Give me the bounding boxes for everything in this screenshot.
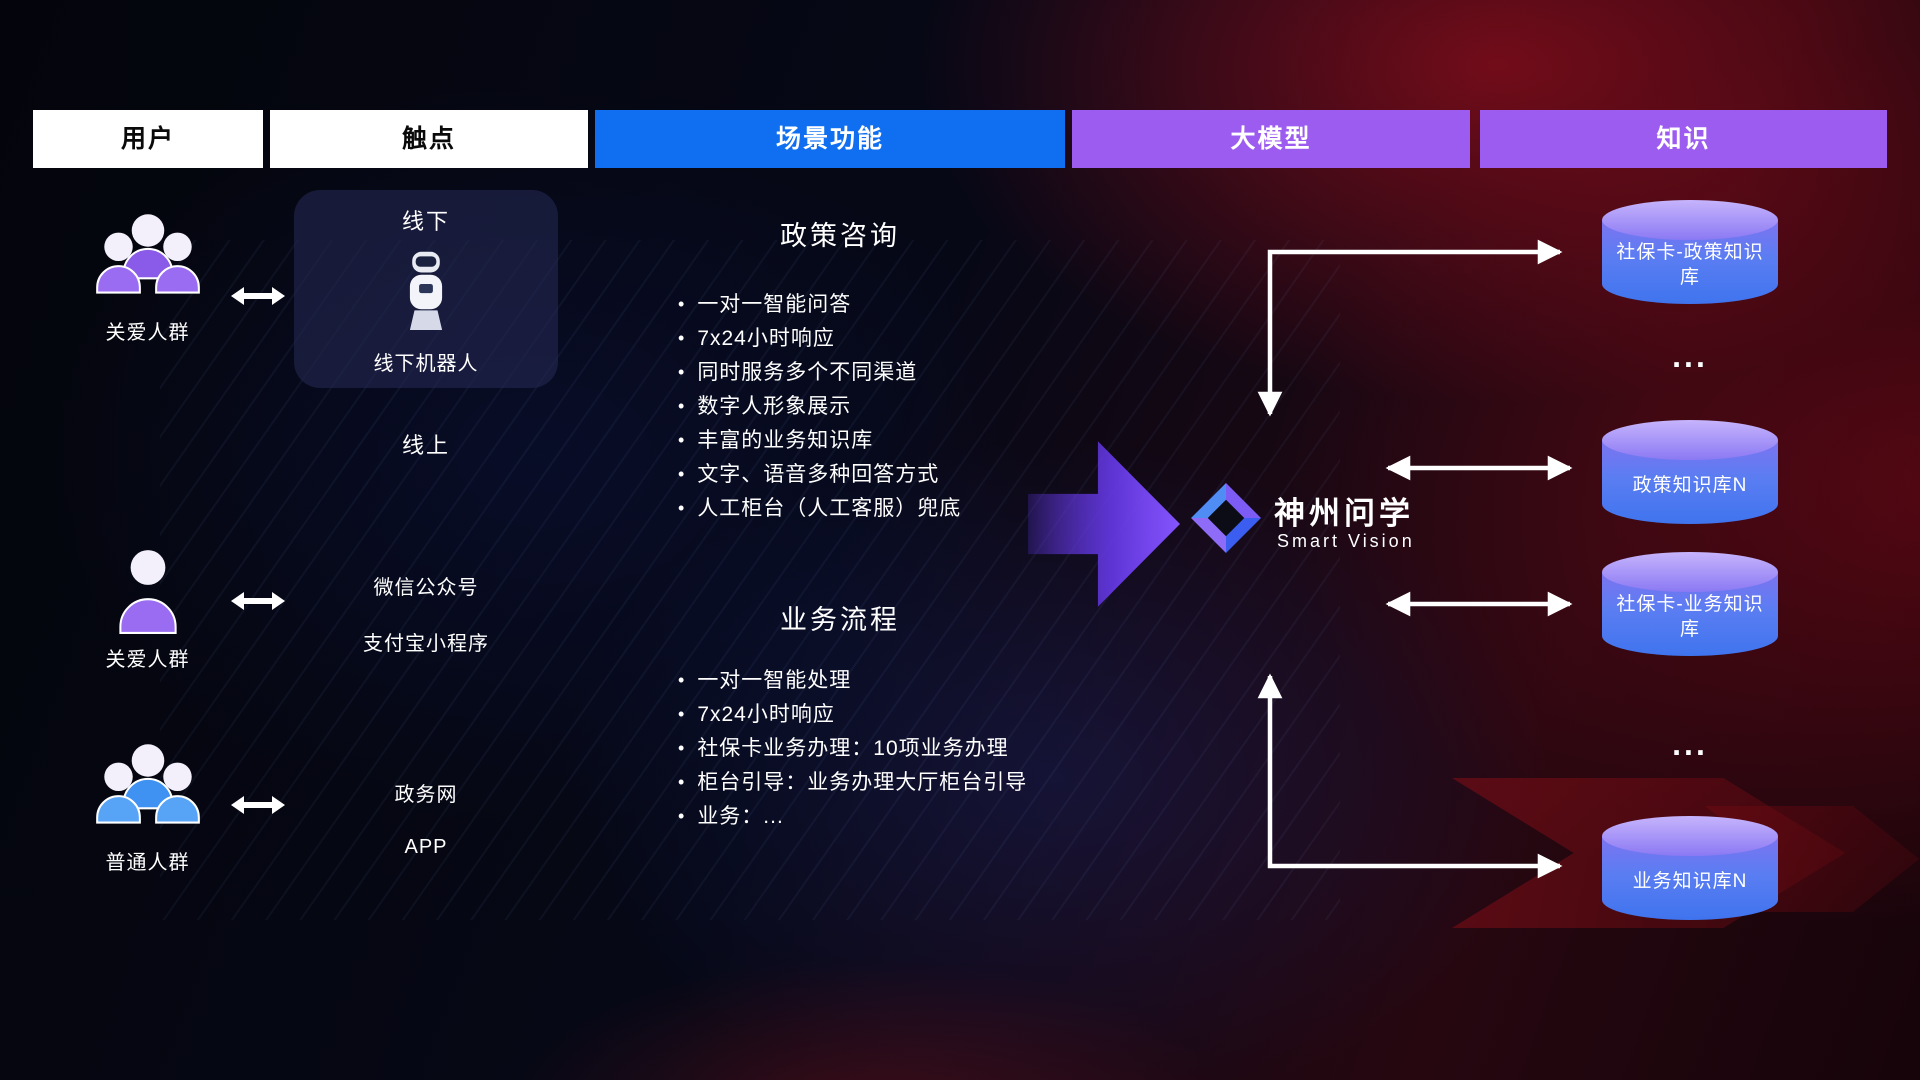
double-arrow-icon: [231, 287, 285, 305]
elbow-arrow-bottom: [1257, 673, 1563, 879]
person-icon: [118, 550, 177, 634]
channel-wechat: 微信公众号: [373, 577, 479, 599]
list-item: 文字、语音多种回答方式: [678, 458, 961, 492]
channel-gov-web: 政务网: [394, 784, 458, 806]
list-item: 同时服务多个不同渠道: [678, 356, 961, 390]
offline-device-label: 线下机器人: [373, 353, 479, 375]
database-cylinder-top: [1602, 552, 1778, 592]
database-label: 政策知识库N: [1632, 474, 1748, 496]
database-cylinder-top: [1602, 420, 1778, 460]
list-item: 一对一智能问答: [678, 288, 961, 322]
ellipsis: ...: [1672, 338, 1708, 374]
offline-touchpoint-card: 线下 线下机器人: [294, 190, 558, 388]
list-item: 数字人形象展示: [678, 390, 961, 424]
online-title: 线上: [401, 433, 450, 458]
database-cylinder-top: [1602, 816, 1778, 856]
model-subtitle: Smart Vision: [1277, 531, 1415, 551]
section-title-policy: 政策咨询: [780, 221, 900, 251]
channel-app: APP: [404, 836, 448, 858]
ellipsis: ...: [1672, 726, 1708, 762]
list-item: 一对一智能处理: [678, 664, 1027, 698]
diamond-logo-icon: [1191, 483, 1261, 553]
column-header-knowledge: 知识: [1480, 110, 1887, 168]
elbow-arrow-top: [1257, 239, 1563, 417]
user-group-label: 普通人群: [105, 852, 190, 874]
policy-feature-list: 一对一智能问答 7x24小时响应 同时服务多个不同渠道 数字人形象展示 丰富的业…: [678, 288, 961, 526]
list-item: 业务：...: [678, 800, 1027, 834]
database-business-n: 业务知识库N: [1602, 816, 1778, 920]
list-item: 人工柜台（人工客服）兜底: [678, 492, 961, 526]
user-group-label: 关爱人群: [105, 322, 190, 344]
user-group-care-2: 关爱人群: [75, 545, 220, 672]
list-item: 柜台引导：业务办理大厅柜台引导: [678, 766, 1027, 800]
double-arrow-icon: [231, 592, 285, 610]
robot-icon: [409, 251, 443, 330]
section-title-business: 业务流程: [780, 605, 900, 635]
column-header-users: 用户: [33, 110, 263, 168]
column-header-functions: 场景功能: [595, 110, 1065, 168]
business-feature-list: 一对一智能处理 7x24小时响应 社保卡业务办理：10项业务办理 柜台引导：业务…: [678, 664, 1027, 834]
offline-title: 线下: [401, 209, 450, 234]
user-group-care-1: 关爱人群: [75, 210, 220, 345]
database-label: 社保卡-政策知识库: [1616, 242, 1764, 288]
column-header-model: 大模型: [1072, 110, 1470, 168]
double-arrow-icon: [231, 796, 285, 814]
user-group-general: 普通人群: [75, 740, 220, 875]
flow-arrow-icon: [1028, 441, 1180, 607]
channel-alipay: 支付宝小程序: [363, 633, 489, 655]
database-policy-sscard: 社保卡-政策知识库: [1602, 200, 1778, 304]
model-name: 神州问学: [1274, 496, 1414, 531]
people-group-icon: [95, 214, 200, 294]
list-item: 7x24小时响应: [678, 322, 961, 356]
list-item: 丰富的业务知识库: [678, 424, 961, 458]
database-label: 业务知识库N: [1632, 870, 1748, 892]
database-cylinder-top: [1602, 200, 1778, 240]
user-group-label: 关爱人群: [105, 649, 190, 671]
column-header-touchpoints: 触点: [270, 110, 588, 168]
database-policy-n: 政策知识库N: [1602, 420, 1778, 524]
database-business-sscard: 社保卡-业务知识库: [1602, 552, 1778, 656]
list-item: 7x24小时响应: [678, 698, 1027, 732]
database-label: 社保卡-业务知识库: [1616, 594, 1764, 640]
people-group-icon: [95, 744, 200, 824]
list-item: 社保卡业务办理：10项业务办理: [678, 732, 1027, 766]
